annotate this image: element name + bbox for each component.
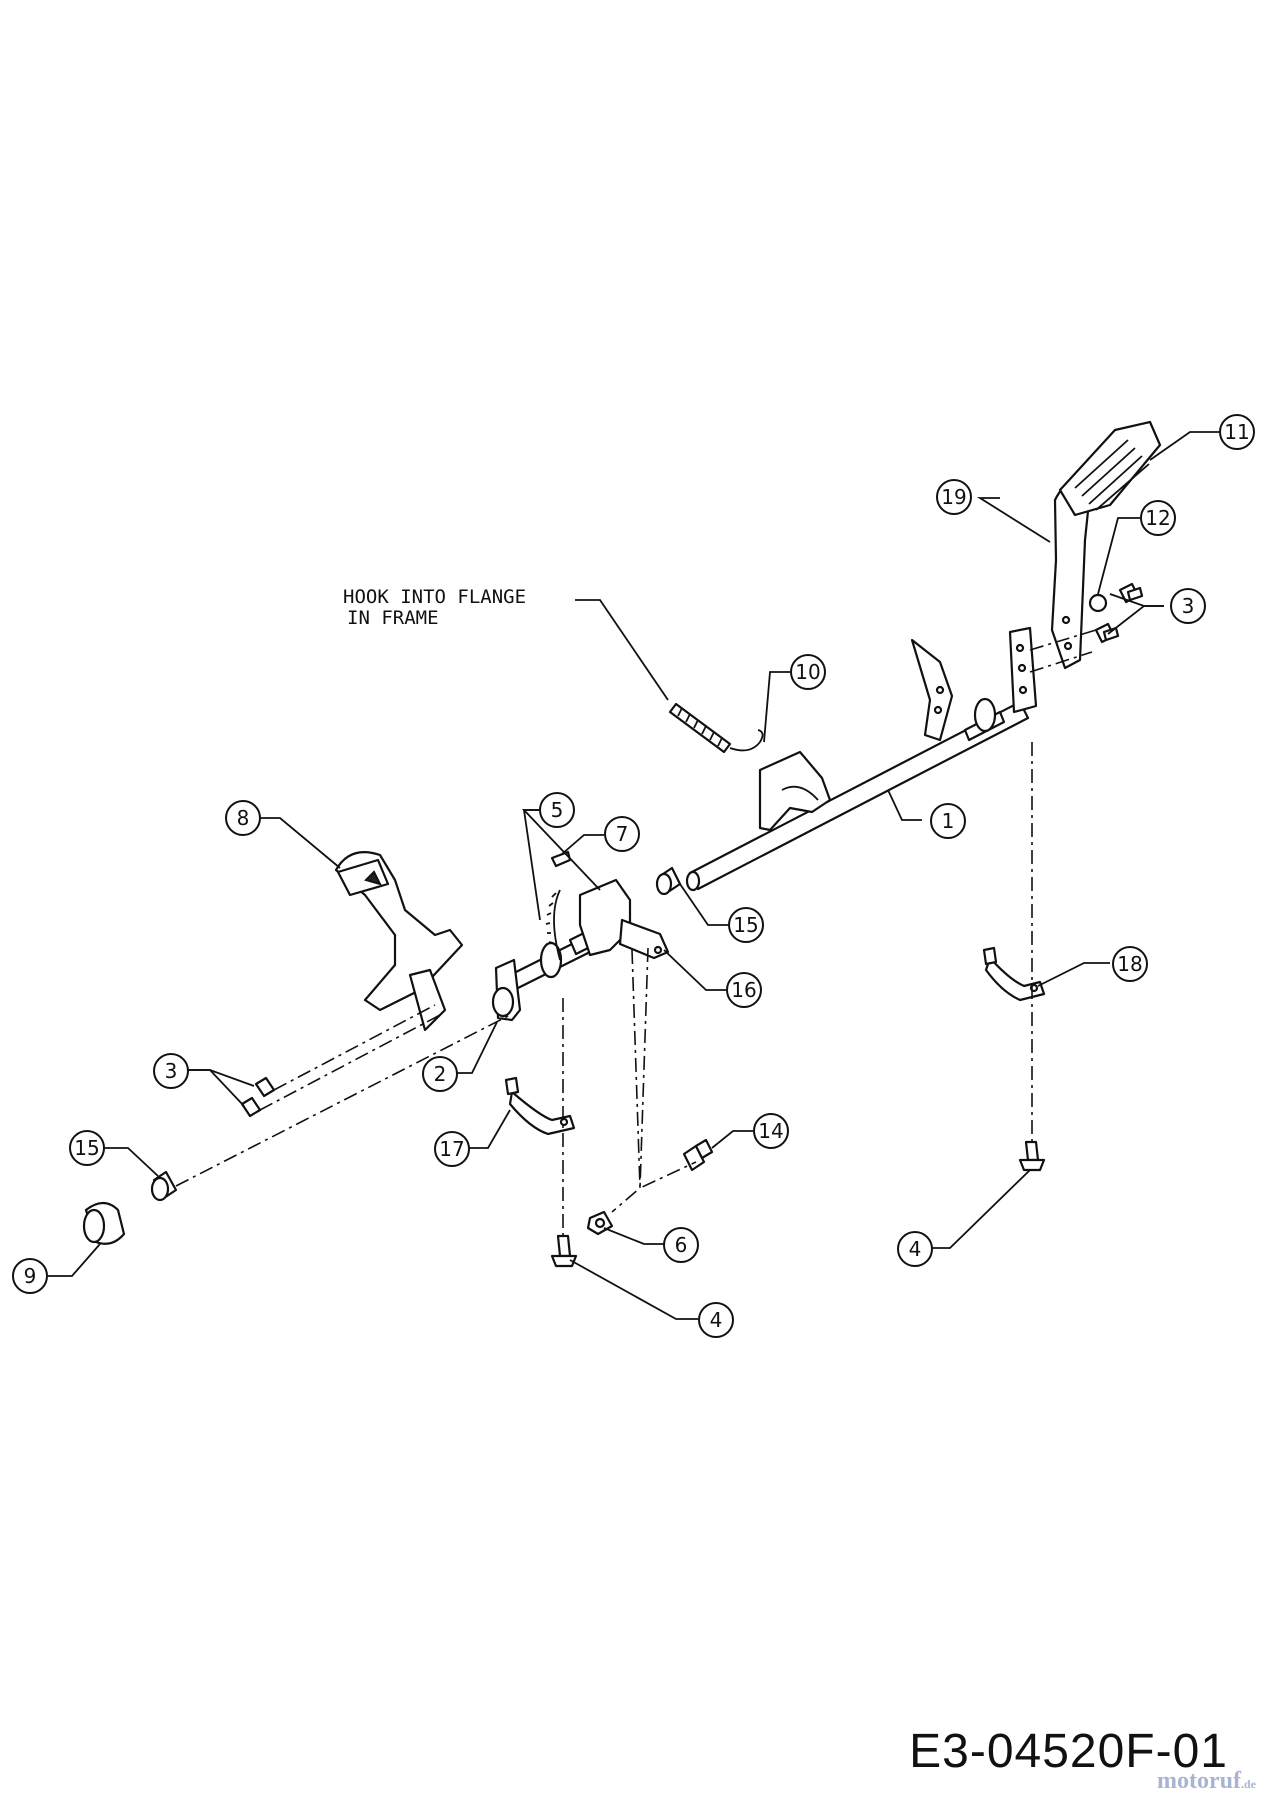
callout-8: 8 xyxy=(225,800,261,836)
washer xyxy=(1088,593,1108,613)
bracket-left xyxy=(504,1076,576,1136)
bolt-center xyxy=(682,1138,714,1172)
pedal-shaft xyxy=(685,697,1030,892)
shaft-bracket xyxy=(758,750,832,832)
clutch-pedal xyxy=(334,851,464,1032)
svg-text:9: 9 xyxy=(24,1264,37,1288)
svg-text:3: 3 xyxy=(165,1059,178,1083)
note-line-2: IN FRAME xyxy=(347,607,439,629)
svg-text:1: 1 xyxy=(942,809,955,833)
svg-text:11: 11 xyxy=(1224,420,1249,444)
callout-18: 18 xyxy=(1112,946,1148,982)
callout-4-center: 4 xyxy=(698,1302,734,1338)
callout-1: 1 xyxy=(930,803,966,839)
svg-text:6: 6 xyxy=(675,1233,688,1257)
callout-6: 6 xyxy=(663,1227,699,1263)
bolt-left-b xyxy=(240,1096,262,1118)
brake-pedal-pad xyxy=(1058,420,1162,517)
svg-text:3: 3 xyxy=(1182,594,1195,618)
svg-text:10: 10 xyxy=(795,660,820,684)
callout-19: 19 xyxy=(936,479,972,515)
cotter-pin xyxy=(550,850,572,868)
callout-3-left: 3 xyxy=(153,1053,189,1089)
spring xyxy=(668,702,764,754)
bushing-left xyxy=(150,1170,178,1202)
bolt-right-b xyxy=(1094,622,1120,644)
svg-text:8: 8 xyxy=(237,806,250,830)
callout-5: 5 xyxy=(539,792,575,828)
nut xyxy=(586,1210,614,1236)
screw-left xyxy=(550,1234,578,1268)
svg-text:19: 19 xyxy=(941,485,966,509)
svg-text:4: 4 xyxy=(909,1237,922,1261)
callout-17: 17 xyxy=(434,1131,470,1167)
callout-11: 11 xyxy=(1219,414,1255,450)
svg-text:2: 2 xyxy=(434,1062,447,1086)
svg-text:4: 4 xyxy=(710,1308,723,1332)
svg-text:7: 7 xyxy=(616,822,629,846)
screw-right xyxy=(1018,1140,1046,1172)
callout-3-right: 3 xyxy=(1170,588,1206,624)
watermark-name: motoruf xyxy=(1157,1768,1241,1794)
svg-text:17: 17 xyxy=(439,1137,464,1161)
callout-7: 7 xyxy=(604,816,640,852)
callout-15-center: 15 xyxy=(728,907,764,943)
callout-10: 10 xyxy=(790,654,826,690)
callout-2: 2 xyxy=(422,1056,458,1092)
watermark-logo: motoruf.de xyxy=(1157,1768,1256,1795)
callout-4-right: 4 xyxy=(897,1231,933,1267)
svg-text:16: 16 xyxy=(731,978,756,1002)
bolt-left-a xyxy=(254,1076,276,1098)
svg-text:18: 18 xyxy=(1117,952,1142,976)
svg-text:15: 15 xyxy=(733,913,758,937)
svg-text:14: 14 xyxy=(758,1119,783,1143)
callout-15-left: 15 xyxy=(69,1130,105,1166)
shaft-arm xyxy=(910,638,954,742)
drawing-number: E3-04520F-01 xyxy=(909,1725,1228,1778)
bushing-upper xyxy=(655,866,682,896)
end-cap xyxy=(82,1201,126,1245)
callout-12: 12 xyxy=(1140,500,1176,536)
callout-14: 14 xyxy=(753,1113,789,1149)
watermark-tld: .de xyxy=(1241,1777,1256,1791)
svg-text:15: 15 xyxy=(74,1136,99,1160)
svg-text:12: 12 xyxy=(1145,506,1170,530)
bracket-right xyxy=(982,946,1046,1002)
callout-9: 9 xyxy=(12,1258,48,1294)
note-line-1: HOOK INTO FLANGE xyxy=(343,586,526,608)
callout-16: 16 xyxy=(726,972,762,1008)
svg-text:5: 5 xyxy=(551,798,564,822)
